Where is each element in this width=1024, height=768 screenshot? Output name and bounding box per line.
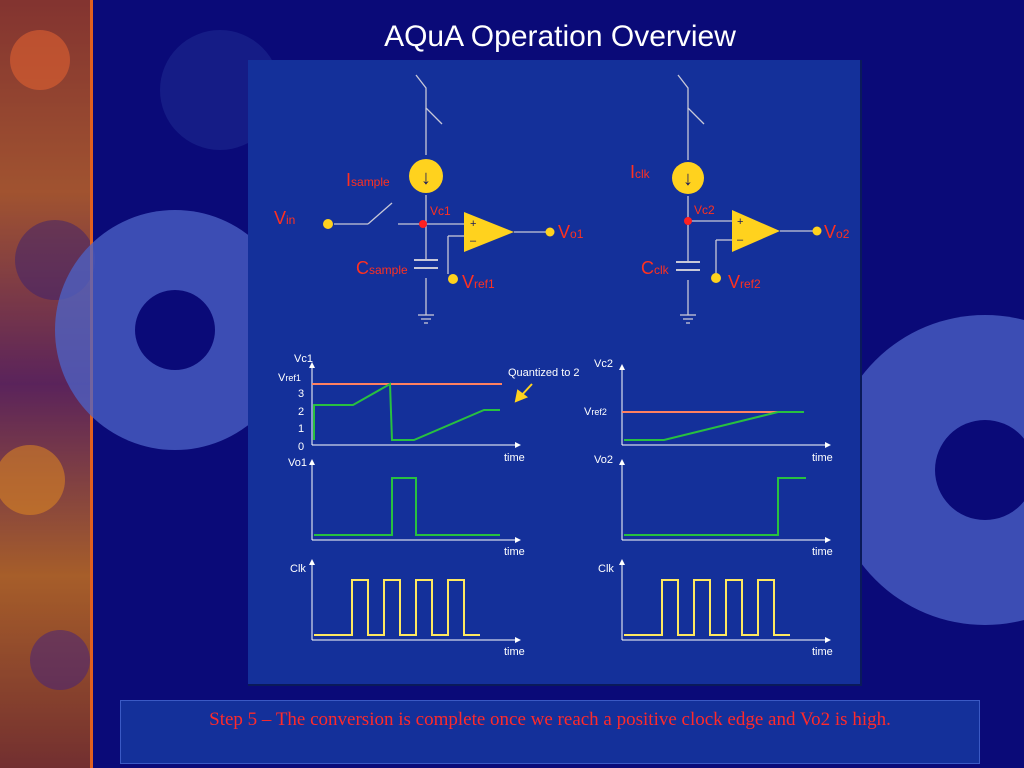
circuit-1: ↓ + – Isample Vin Vc1 Vo1 Csample Vref1 — [274, 74, 584, 324]
opamp-2 — [732, 210, 780, 252]
time-label: time — [504, 452, 525, 464]
vref1-label: Vref1 — [462, 272, 495, 292]
tick-1: 1 — [298, 423, 304, 435]
opamp-1-plus: + — [470, 218, 476, 230]
vc1-node-label: Vc1 — [430, 204, 451, 218]
opamp-1 — [464, 212, 514, 252]
time-label: time — [504, 546, 525, 558]
vref1-tick-label: Vref1 — [278, 372, 301, 384]
node-vc2 — [684, 217, 692, 225]
time-label: time — [812, 546, 833, 558]
vc1-axis-label: Vc1 — [294, 353, 313, 365]
vo2-axis-label: Vo2 — [594, 454, 613, 466]
clk-waveform-right — [624, 579, 790, 636]
clk-axis-label: Clk — [290, 563, 306, 575]
slide-title: AQuA Operation Overview — [384, 20, 736, 53]
vref2-terminal — [711, 273, 721, 283]
vref2-label: Vref2 — [728, 272, 761, 292]
vo1-axis-label: Vo1 — [288, 457, 307, 469]
gear-decoration-right — [830, 315, 1024, 625]
isample-label: Isample — [346, 170, 390, 190]
vo2-terminal — [812, 226, 822, 236]
waveforms-right: Vc2 Vref2 time Vo2 time Clk time — [584, 358, 833, 658]
circuit-2: ↓ + – Iclk Vc2 Vo2 Cclk Vref2 — [630, 74, 850, 324]
diagram-panel: ↓ + – Isample Vin Vc1 Vo1 Csample Vref1 — [248, 60, 862, 686]
power-supply-symbol-2 — [677, 74, 705, 125]
vref2-tick-label: Vref2 — [584, 406, 607, 418]
vo1-terminal — [545, 227, 555, 237]
tick-2: 2 — [298, 406, 304, 418]
circuit-and-waveform-diagram: ↓ + – Isample Vin Vc1 Vo1 Csample Vref1 — [274, 74, 850, 658]
time-label: time — [812, 646, 833, 658]
quantized-annotation: Quantized to 2 — [508, 367, 580, 379]
vin-label: Vin — [274, 208, 295, 228]
opamp-2-minus: – — [737, 234, 744, 246]
vo1-waveform — [314, 477, 500, 536]
vo2-label: Vo2 — [824, 222, 850, 242]
annotation-arrow-icon — [514, 383, 533, 403]
opamp-1-minus: – — [470, 235, 477, 247]
down-arrow-icon: ↓ — [421, 167, 431, 189]
node-vc1 — [419, 220, 427, 228]
current-source-2 — [672, 162, 704, 194]
down-arrow-icon: ↓ — [683, 168, 693, 190]
vc2-waveform — [624, 411, 804, 441]
time-label: time — [812, 452, 833, 464]
vc2-axis-label: Vc2 — [594, 358, 613, 370]
tick-0: 0 — [298, 441, 304, 453]
power-supply-symbol-1 — [415, 74, 443, 125]
vc1-waveform — [313, 382, 500, 441]
vo1-label: Vo1 — [558, 222, 584, 242]
vc2-node-label: Vc2 — [694, 203, 715, 217]
vin-terminal — [323, 219, 333, 229]
clk-waveform-left — [314, 579, 480, 636]
tick-3: 3 — [298, 388, 304, 400]
clk-axis-label: Clk — [598, 563, 614, 575]
current-source-1 — [409, 159, 443, 193]
waveforms-left: Vc1 Vref1 3 2 1 0 time Vo1 time Clk time… — [278, 353, 580, 658]
csample-label: Csample — [356, 258, 408, 278]
vref1-terminal — [448, 274, 458, 284]
step-caption: Step 5 – The conversion is complete once… — [120, 700, 980, 764]
cclk-label: Cclk — [641, 258, 670, 278]
time-label: time — [504, 646, 525, 658]
vo2-waveform — [624, 477, 806, 536]
opamp-2-plus: + — [737, 216, 743, 228]
iclk-label: Iclk — [630, 162, 651, 182]
